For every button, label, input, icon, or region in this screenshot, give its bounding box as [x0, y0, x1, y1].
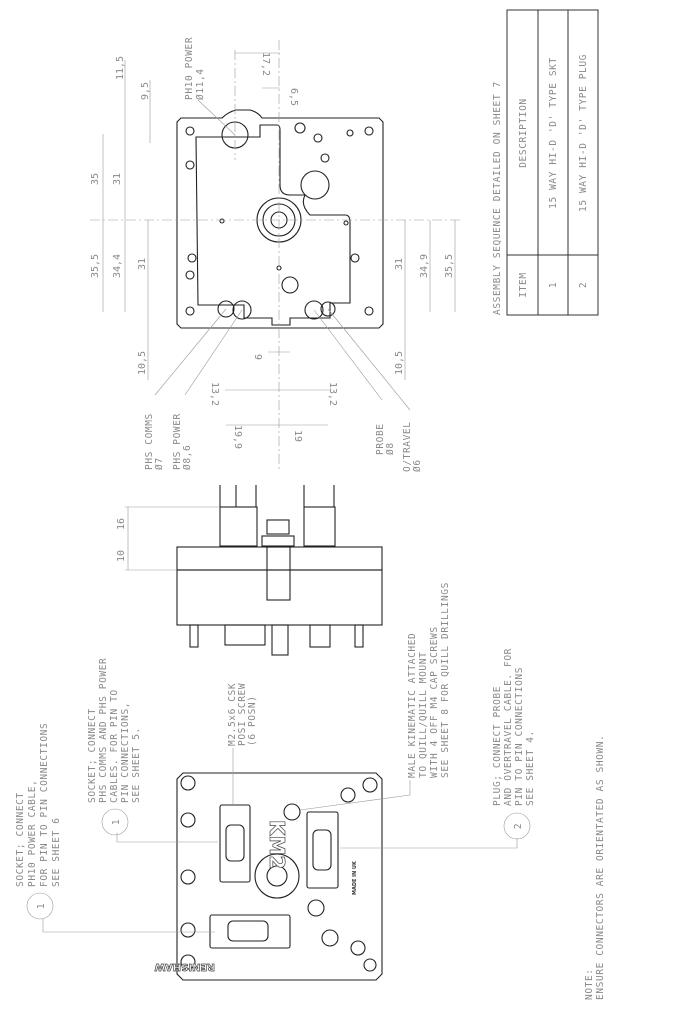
note-line: SOCKET; CONNECT [15, 792, 26, 887]
dim-11-5: 11,5 [115, 56, 126, 80]
dim-10: 10 [116, 550, 127, 562]
note-line: SEE SHEET 5. [131, 727, 142, 803]
dim-17-2: 17,2 [260, 52, 271, 76]
front-view: KM2 RENISHAW MADE IN UK [42, 748, 518, 981]
made-in-label: MADE IN UK [352, 860, 358, 895]
label-ph10-dia: Ø11,4 [195, 68, 206, 100]
note-line: PIN CONNECTIONS, [120, 702, 131, 803]
km2-logo: KM2 [265, 820, 289, 869]
label-phs-comms-dia: Ø7 [154, 457, 165, 470]
note-line: SEE SHEET 4. [525, 730, 536, 806]
dim-35: 35 [90, 173, 101, 185]
dim-31: 31 [137, 258, 148, 270]
note-line: M2.5x6 CSK [227, 683, 238, 746]
note-line: AND OVERTRAVEL CABLE. FOR [503, 648, 514, 806]
balloon-1: 1 [36, 903, 47, 909]
table-title: ASSEMBLY SEQUENCE DETAILED ON SHEET 7 [492, 81, 503, 315]
label-ph10-power: PH10 POWER [184, 37, 195, 100]
label-otravel: O/TRAVEL [402, 421, 413, 472]
dim-13-2: 13,2 [209, 382, 220, 406]
table-cell-description: 15 WAY HI-D 'D' TYPE PLUG [578, 54, 589, 212]
note-line: PH10 POWER CABLE, [27, 780, 38, 887]
note-text: ENSURE CONNECTORS ARE ORIENTATED AS SHOW… [595, 735, 606, 1000]
note-label: NOTE: [584, 968, 595, 1000]
renishaw-logo: RENISHAW [154, 961, 215, 972]
dim-16: 16 [116, 518, 127, 530]
label-otravel-dia: Ø6 [412, 459, 423, 472]
balloon [503, 812, 531, 840]
note-line: (6 POSN) [247, 695, 258, 746]
top-view: PH10 POWER Ø11,4 PHS COMMS Ø7 PHS POWER … [90, 37, 460, 472]
balloon [26, 892, 54, 920]
label-phs-power-dia: Ø8,6 [182, 445, 193, 470]
dim-34-9: 34,9 [419, 254, 430, 278]
side-view: 16 10 [116, 485, 383, 656]
dim-9-5: 9,5 [140, 82, 151, 100]
balloon-2: 2 [513, 823, 524, 829]
label-phs-comms: PHS COMMS [144, 413, 155, 470]
dim-13-2: 13,2 [327, 382, 338, 406]
note-line: MALE KINEMATIC ATTACHED [407, 633, 418, 778]
dim-10-5: 10,5 [394, 351, 405, 375]
notes: 1 SOCKET; CONNECT PH10 POWER CABLE, FOR … [15, 582, 606, 1000]
dim-10-5: 10,5 [137, 351, 148, 375]
dim-19-9: 19,9 [232, 425, 243, 449]
dim-35-5: 35,5 [90, 254, 101, 278]
table-cell-description: 15 WAY HI-D 'D' TYPE SKT [548, 57, 559, 209]
dim-31: 31 [394, 258, 405, 270]
dim-34-4: 34,4 [112, 254, 123, 278]
table-header-description: DESCRIPTION [518, 98, 529, 168]
label-probe: PROBE [375, 423, 386, 455]
balloon-1: 1 [111, 819, 122, 825]
note-line: SEE SHEET 8 FOR QUILL DRILLINGS [440, 582, 451, 778]
dim-35-5: 35,5 [444, 254, 455, 278]
parts-table: ASSEMBLY SEQUENCE DETAILED ON SHEET 7 IT… [492, 9, 599, 316]
note-line: WITH 4 OFF M4 CAP SCREWS [429, 626, 440, 778]
note-line: POSI SCREW [237, 683, 248, 746]
table-cell-item: 1 [548, 282, 559, 288]
note-line: TO QUILL/QUILL MOUNT [418, 652, 429, 778]
balloon [101, 808, 129, 836]
dim-6-5: 6,5 [288, 88, 299, 106]
note-line: PIN TO PIN CONNECTIONS [514, 667, 525, 806]
label-probe-dia: Ø8 [385, 442, 396, 455]
table-cell-item: 2 [578, 282, 589, 288]
note-line: SEE SHEET 6 [51, 817, 62, 887]
note-line: CABLES. FOR PIN TO [109, 689, 120, 803]
dim-19: 19 [292, 430, 303, 442]
table-header-item: ITEM [518, 272, 529, 297]
note-line: FOR PIN TO PIN CONNECTIONS [39, 723, 50, 887]
label-phs-power: PHS POWER [172, 413, 183, 470]
note-line: SOCKET; CONNECT [87, 708, 98, 803]
dim-6: 6 [254, 354, 265, 360]
dim-31: 31 [112, 173, 123, 185]
note-line: PLUG; CONNECT PROBE [492, 686, 503, 806]
note-line: PHS COMMS AND PHS POWER [98, 658, 109, 803]
